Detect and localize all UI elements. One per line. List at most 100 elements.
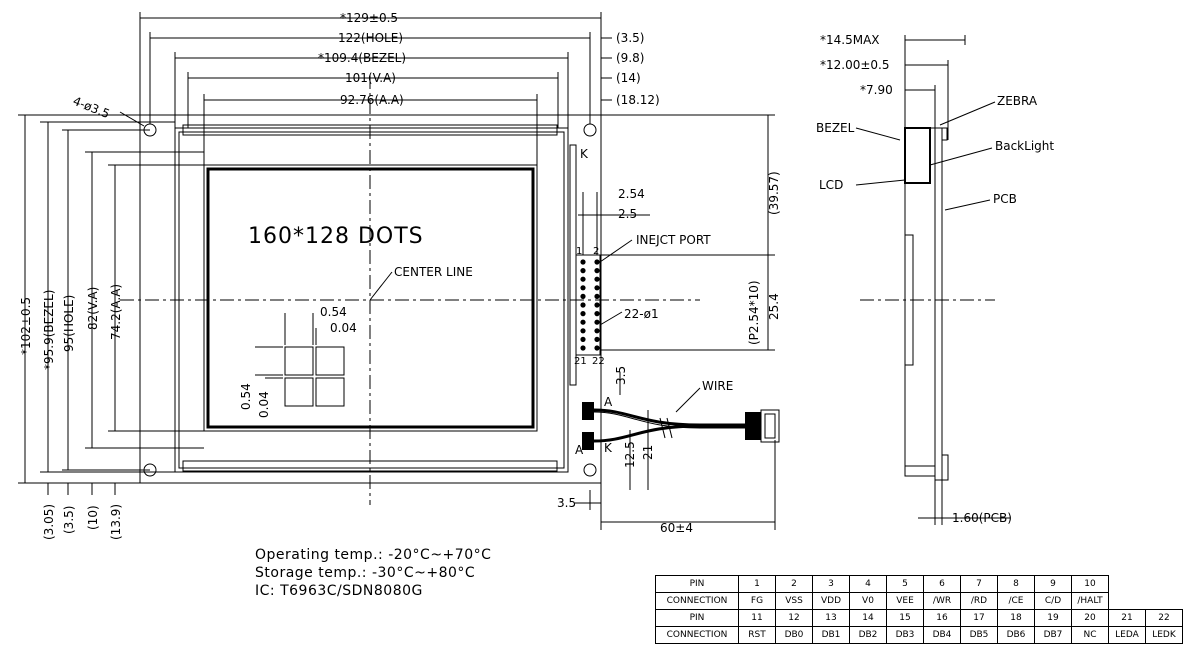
side-backlight: BackLight [995, 139, 1054, 153]
side-zebra: ZEBRA [997, 94, 1038, 108]
pin-cell: 17 [960, 609, 998, 627]
conn-cell: /HALT [1071, 592, 1109, 610]
conn-row-1: CONNECTION FG VSS VDD V0 VEE /WR /RD /CE… [655, 592, 1183, 610]
conn-cell: V0 [849, 592, 887, 610]
dim-va-width: 101(V.A) [345, 71, 396, 85]
dim-conn-len: 25.4 [767, 293, 781, 320]
label-inject-port: INEJCT PORT [636, 233, 711, 247]
dim-outer-height: *102±0.5 [19, 297, 33, 355]
dim-hole-height: 95(HOLE) [62, 295, 76, 352]
dim-conn-pitch: (P2.54*10) [747, 280, 761, 345]
dim-r1: (3.5) [616, 31, 644, 45]
side-bezel: BEZEL [816, 121, 855, 135]
left-dimensions [18, 114, 204, 495]
mount-hole-br [583, 463, 597, 477]
dim-bezel-height: *95.9(BEZEL) [42, 290, 56, 370]
conn-cell: DB6 [997, 626, 1035, 644]
pin-header: PIN [655, 609, 739, 627]
dim-led-offset: 3.5 [614, 366, 628, 385]
conn-cell: /RD [960, 592, 998, 610]
connector-pin [594, 345, 600, 351]
conn-cell: DB4 [923, 626, 961, 644]
connector-pin [594, 311, 600, 317]
pin-cell: 13 [812, 609, 850, 627]
dim-wire-len: 60±4 [660, 521, 693, 535]
label-anode: A [604, 395, 613, 409]
side-view [855, 35, 1010, 525]
conn-cell: VEE [886, 592, 924, 610]
side-thickness: *12.00±0.5 [820, 58, 890, 72]
dim-pin-holes: 22-ø1 [624, 307, 659, 321]
conn-cell: NC [1071, 626, 1109, 644]
label-cathode: K [604, 441, 613, 455]
connector-pin [594, 259, 600, 265]
connector-pin [594, 336, 600, 342]
label-pin21: 21 [574, 356, 587, 367]
connector-pin [594, 276, 600, 282]
pin-cell: 22 [1145, 609, 1183, 627]
pin-cell: 9 [1034, 575, 1072, 593]
label-wire: WIRE [702, 379, 733, 393]
connector-pin [580, 302, 586, 308]
pin-cell: 4 [849, 575, 887, 593]
side-pcb-thickness: 1.60(PCB) [952, 511, 1012, 525]
pin-cell: 15 [886, 609, 924, 627]
connector-pin [594, 319, 600, 325]
dim-pitch2: 2.5 [618, 207, 637, 221]
conn-cell: DB7 [1034, 626, 1072, 644]
dim-edge-offset: 3.5 [557, 496, 576, 510]
conn-cell: RST [738, 626, 776, 644]
pin-cell: 6 [923, 575, 961, 593]
pin-cell: 5 [886, 575, 924, 593]
conn-cell: DB2 [849, 626, 887, 644]
pin-cell: 18 [997, 609, 1035, 627]
storage-temp: Storage temp.: -30°C~+80°C [255, 565, 476, 581]
conn-cell: C/D [1034, 592, 1072, 610]
connector-pin [594, 268, 600, 274]
dim-b2: (3.5) [62, 506, 76, 534]
pin-cell: 21 [1108, 609, 1146, 627]
connector-pin [580, 311, 586, 317]
connector-pin [580, 319, 586, 325]
dim-dot-pitch: 0.54 [320, 305, 347, 319]
conn-cell: DB5 [960, 626, 998, 644]
connector-pin [580, 276, 586, 282]
conn-cell: /CE [997, 592, 1035, 610]
dim-aa-height: 74.2(A.A) [109, 284, 123, 340]
connector-pin [580, 285, 586, 291]
side-max-thickness: *14.5MAX [820, 33, 880, 47]
pin-cell: 7 [960, 575, 998, 593]
dim-hole-pitch: 122(HOLE) [338, 31, 403, 45]
label-k-top: K [580, 147, 589, 161]
ic-info: IC: T6963C/SDN8080G [255, 583, 423, 599]
dim-conn-top: (39.57) [767, 171, 781, 215]
side-pcb: PCB [993, 192, 1017, 206]
right-dimensions [575, 114, 776, 530]
conn-header: CONNECTION [655, 626, 739, 644]
notes: Operating temp.: -20°C~+70°C Storage tem… [255, 546, 491, 600]
label-pin2: 2 [593, 246, 599, 257]
pin-cell: 3 [812, 575, 850, 593]
dim-led-a: 12.5 [623, 441, 637, 468]
pin-table: PIN 1 2 3 4 5 6 7 8 9 10 CONNECTION FG V… [655, 575, 1183, 644]
pin-cell: 20 [1071, 609, 1109, 627]
top-dimensions [139, 12, 612, 165]
conn-cell: VSS [775, 592, 813, 610]
conn-row-2: CONNECTION RST DB0 DB1 DB2 DB3 DB4 DB5 D… [655, 626, 1183, 644]
pin-row-2: PIN 11 12 13 14 15 16 17 18 19 20 21 22 [655, 609, 1183, 627]
conn-cell: /WR [923, 592, 961, 610]
conn-cell: DB0 [775, 626, 813, 644]
conn-cell: LEDK [1145, 626, 1183, 644]
conn-cell: DB3 [886, 626, 924, 644]
conn-cell: FG [738, 592, 776, 610]
dim-outer-width: *129±0.5 [340, 11, 398, 25]
dim-va-height: 82(V.A) [86, 287, 100, 330]
dim-b3: (10) [86, 505, 100, 530]
pin-cell: 12 [775, 609, 813, 627]
connector-pin [594, 293, 600, 299]
pin-cell: 10 [1071, 575, 1109, 593]
side-labels: *14.5MAX *12.00±0.5 *7.90 ZEBRA BEZEL Ba… [816, 33, 1054, 525]
conn-header: CONNECTION [655, 592, 739, 610]
dim-aa-width: 92.76(A.A) [340, 93, 404, 107]
